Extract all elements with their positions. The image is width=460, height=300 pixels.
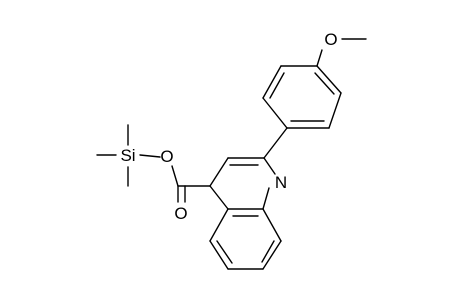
bond-ring-2 [328,92,342,129]
trimethylsilyl-group [96,124,129,187]
bond-n-c8a-double [262,187,270,210]
atom-label-nitrogen: N [275,173,287,192]
bond-c4-c4a [209,185,229,210]
bond-c5-c6 [209,240,229,270]
bond-o-aryl [316,49,323,67]
bond-ring-5 [262,65,282,99]
bond-ring-double-1 [314,72,335,95]
atom-label-oxygen-methoxy: O [324,30,337,49]
atom-label-oxygen-carbonyl: O [174,204,187,223]
bond-benzo-double-2 [261,240,275,263]
bond-o-si [139,154,161,158]
bond-c4a-c5 [209,208,229,242]
bond-c7-c8 [262,240,282,270]
ester-group [139,154,211,203]
bond-c2-n [263,157,276,175]
benzo-ring [209,208,282,270]
atom-label-silicon: Si [120,146,135,165]
methoxyphenyl-ring [262,65,342,129]
bond-c-o-single [171,165,179,187]
bond-aryl-quinoline [263,127,288,159]
bond-ring-4 [262,97,288,129]
bond-ring-double-3 [269,72,285,99]
bond-benzo-double-1 [216,240,233,264]
bond-c3-c4 [209,157,229,187]
bond-ring-1 [316,65,342,94]
pyridine-ring [209,157,276,217]
atom-label-oxygen-ester: O [160,147,173,166]
bond-c8-c8a [262,208,282,242]
methoxy-group [316,38,367,67]
